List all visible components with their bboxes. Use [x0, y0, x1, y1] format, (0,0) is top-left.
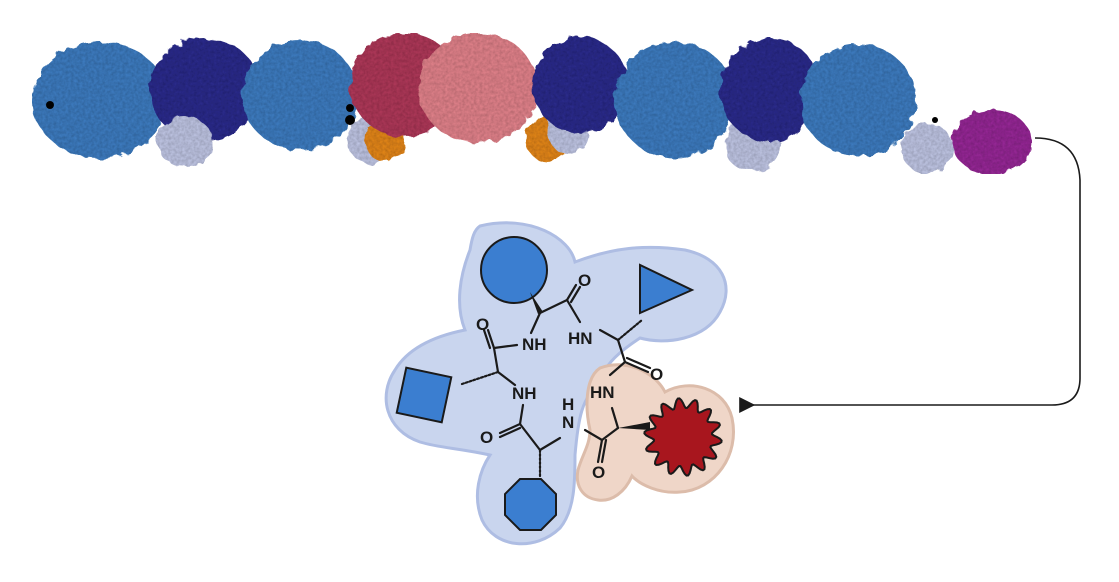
protein-assembly	[32, 33, 1032, 174]
h-label: H	[562, 395, 574, 414]
domain-navy-1	[150, 38, 260, 142]
domain-blue-3	[615, 42, 735, 158]
octagon-sidechain-icon	[504, 478, 557, 531]
n-label: N	[562, 413, 574, 432]
peptide-backbone	[460, 283, 652, 480]
domain-navy-2	[532, 37, 628, 133]
oxygen-label: O	[650, 365, 663, 384]
atom-dot	[46, 101, 54, 109]
domain-navy-3	[720, 38, 820, 142]
oxygen-label: O	[480, 428, 493, 447]
oxygen-label: O	[578, 271, 591, 290]
nh-label: HN	[590, 383, 615, 402]
nh-label: NH	[512, 384, 537, 403]
flower-sidechain-icon	[643, 397, 723, 477]
nh-label: HN	[568, 329, 593, 348]
oxygen-label: O	[476, 315, 489, 334]
circle-sidechain-icon	[480, 236, 548, 304]
nh-label: NH	[522, 335, 547, 354]
connector-arrow	[739, 137, 1081, 413]
atom-labels: O NH HN O O NH HN O H N O	[476, 271, 663, 482]
domain-purple-1	[952, 110, 1032, 174]
domain-pink-1	[418, 33, 538, 143]
triangle-sidechain-icon	[639, 263, 695, 315]
square-sidechain-icon	[395, 366, 453, 424]
domain-blue-1	[32, 42, 168, 158]
atom-dot	[345, 115, 355, 125]
domain-lavender-1	[157, 117, 213, 167]
atom-dot	[932, 117, 938, 123]
atom-dot	[346, 104, 354, 112]
domain-blue-4	[800, 44, 916, 156]
domain-blue-2	[242, 40, 358, 150]
domain-lavender-5	[901, 123, 953, 173]
oxygen-label: O	[592, 463, 605, 482]
